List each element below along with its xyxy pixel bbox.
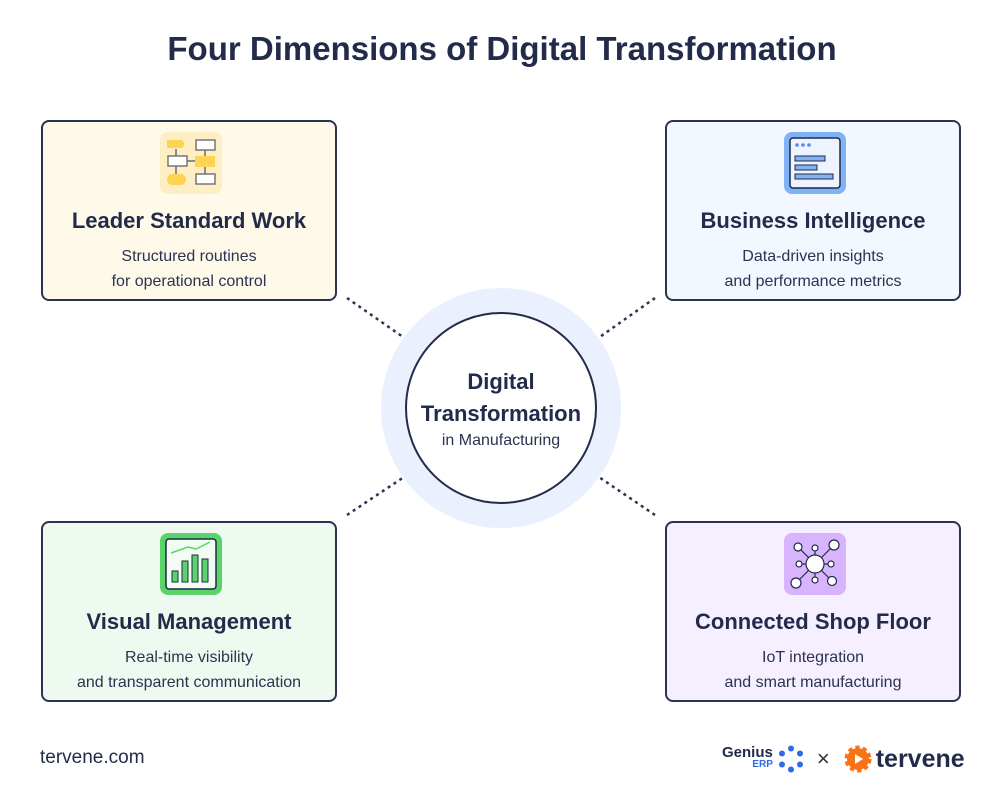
genius-ring-icon bbox=[778, 745, 803, 773]
card-business-intelligence: Business Intelligence Data-driven insigh… bbox=[665, 120, 961, 301]
network-hub-icon bbox=[784, 533, 846, 595]
center-subtitle: in Manufacturing bbox=[441, 432, 561, 449]
dashboard-window-icon bbox=[784, 132, 846, 194]
card-title: Connected Shop Floor bbox=[695, 609, 931, 634]
card-title: Business Intelligence bbox=[700, 208, 926, 233]
separator: × bbox=[816, 746, 830, 771]
tervene-gear-icon bbox=[844, 745, 872, 773]
card-leader-standard-work: Leader Standard Work Structured routines… bbox=[41, 120, 337, 301]
footer-url: tervene.com bbox=[40, 747, 145, 768]
partner-logos: Genius ERP × tervene bbox=[722, 742, 965, 776]
page-title: Four Dimensions of Digital Transformatio… bbox=[167, 30, 837, 67]
center-title-line2: Transformation bbox=[420, 401, 582, 426]
center-title-line1: Digital bbox=[467, 369, 535, 394]
card-title: Leader Standard Work bbox=[71, 208, 307, 233]
flowchart-icon bbox=[160, 132, 222, 194]
card-title: Visual Management bbox=[86, 609, 292, 634]
bar-chart-icon bbox=[160, 533, 222, 595]
tervene-logo: tervene bbox=[875, 744, 965, 773]
genius-erp-logo: Genius ERP bbox=[722, 744, 773, 770]
